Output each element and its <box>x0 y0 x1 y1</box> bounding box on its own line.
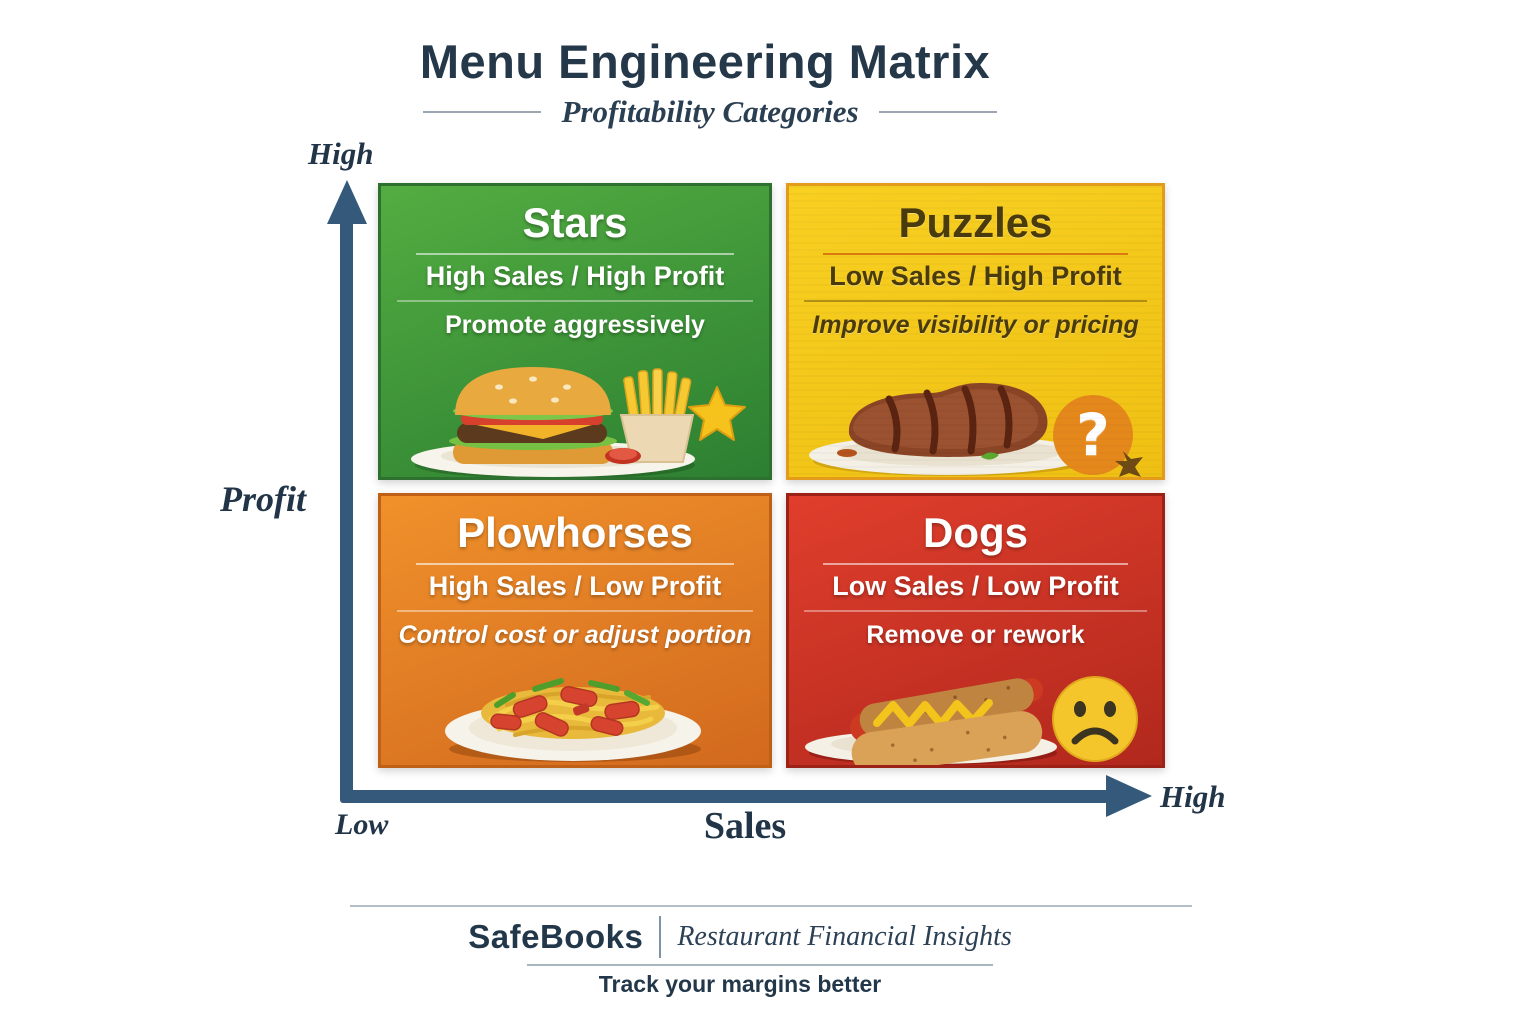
dogs-divider-1 <box>822 563 1129 566</box>
puzzles-action: Improve visibility or pricing <box>812 311 1139 340</box>
sales-axis-low-label: Low <box>335 808 389 841</box>
footer-slogan-rule <box>527 964 993 966</box>
footer-brand-row: SafeBooks Restaurant Financial Insights <box>300 916 1180 958</box>
puzzles-title: Puzzles <box>898 199 1053 246</box>
plowhorses-divider-1 <box>415 563 735 566</box>
quadrant-stars: Stars High Sales / High Profit Promote a… <box>378 183 772 480</box>
dogs-action: Remove or rework <box>866 621 1085 650</box>
profit-axis-high-label: High <box>308 136 374 171</box>
plowhorses-action: Control cost or adjust portion <box>398 621 752 650</box>
page-subtitle-row: Profitability Categories <box>0 94 1420 130</box>
dogs-title: Dogs <box>923 509 1028 556</box>
quadrant-puzzles: Puzzles Low Sales / High Profit Improve … <box>786 183 1165 480</box>
stars-metric: High Sales / High Profit <box>425 261 725 292</box>
steak-question-illustration: ? <box>801 365 1151 477</box>
burger-fries-star-illustration <box>395 359 755 477</box>
plowhorses-metric: High Sales / Low Profit <box>428 571 722 602</box>
sales-axis-label: Sales <box>703 805 787 847</box>
dogs-divider-2 <box>803 610 1148 613</box>
sales-axis-arrowhead-icon <box>1106 775 1152 817</box>
subtitle-left-rule <box>423 111 542 113</box>
profit-axis-label: Profit <box>220 479 306 519</box>
plowhorses-divider-2 <box>396 610 754 613</box>
stars-divider-1 <box>415 253 735 256</box>
puzzles-divider-2 <box>803 300 1148 303</box>
profit-axis-line <box>340 218 353 798</box>
quadrant-plowhorses: Plowhorses High Sales / Low Profit Contr… <box>378 493 772 768</box>
brand-tagline: Restaurant Financial Insights <box>677 921 1012 952</box>
footer-top-rule <box>350 905 1192 907</box>
stars-divider-2 <box>396 300 754 303</box>
hotdog-sadface-illustration <box>801 661 1151 765</box>
puzzles-metric: Low Sales / High Profit <box>829 261 1122 292</box>
page-title: Menu Engineering Matrix <box>419 35 991 88</box>
stars-action: Promote aggressively <box>445 311 705 340</box>
sales-axis-line <box>340 790 1108 803</box>
sales-axis-high-label: High <box>1160 779 1226 814</box>
page-subtitle: Profitability Categories <box>561 94 859 129</box>
puzzles-divider-1 <box>822 253 1129 256</box>
pasta-plate-illustration <box>395 661 755 765</box>
profit-axis-arrowhead-icon <box>327 180 367 224</box>
dogs-metric: Low Sales / Low Profit <box>832 571 1119 602</box>
stars-title: Stars <box>522 199 628 246</box>
subtitle-right-rule <box>878 111 997 113</box>
brand-name: SafeBooks <box>468 918 644 955</box>
quadrant-dogs: Dogs Low Sales / Low Profit Remove or re… <box>786 493 1165 768</box>
brand-separator <box>659 916 662 958</box>
brand-slogan: Track your margins better <box>598 971 882 997</box>
plowhorses-title: Plowhorses <box>457 509 693 556</box>
svg-text:?: ? <box>1076 401 1110 469</box>
